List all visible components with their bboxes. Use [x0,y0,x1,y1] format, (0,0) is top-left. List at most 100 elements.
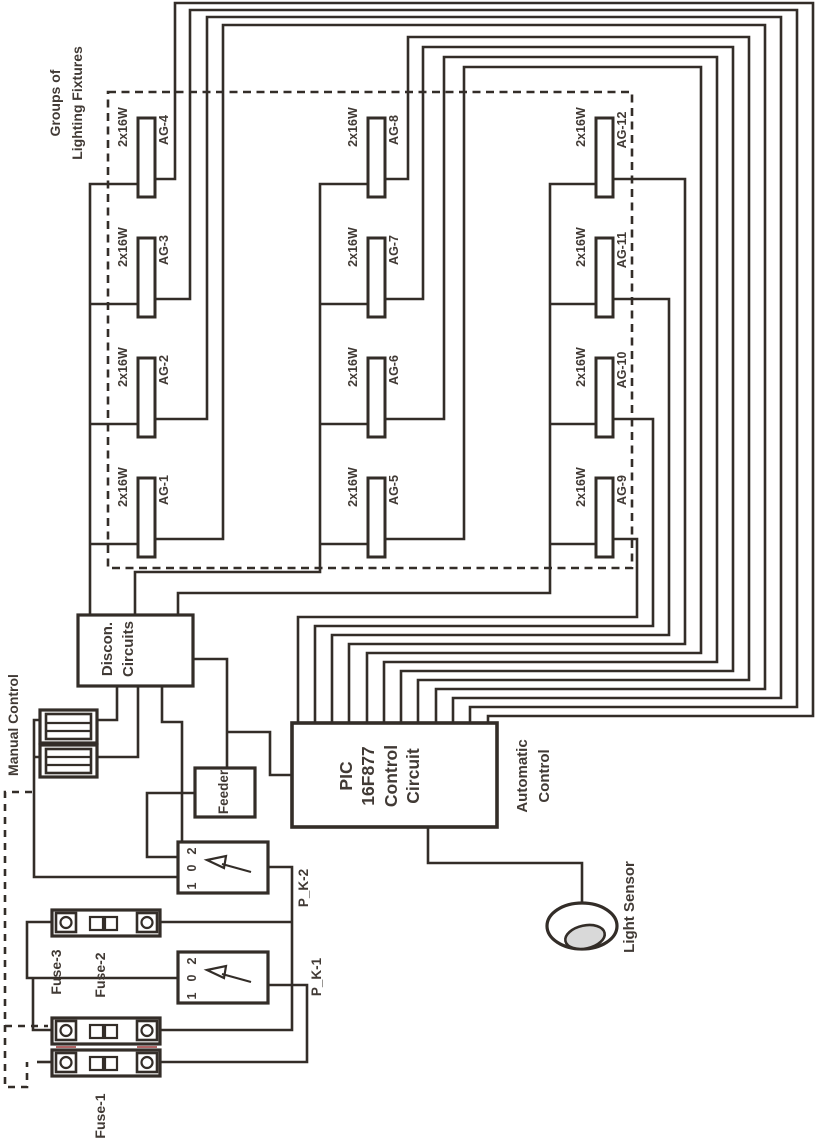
fuse1-label: Fuse-1 [92,1093,108,1138]
fuse3-body [50,908,162,938]
pk1-pos-2: 2 [185,957,199,964]
lamp-wattage-label: 2x16W [116,467,130,507]
lamp-rect [594,116,615,199]
wire-ag1 [155,23,767,723]
return-buses [88,182,596,615]
light-sensor-label: Light Sensor [621,861,638,953]
lamp-wattage-label: 2x16W [346,347,360,387]
pk1-pos-1: 1 [185,992,199,999]
wire-discon-feeder-pic [193,657,292,777]
feeder-rect [193,766,257,819]
fuse3-terminal-right [135,911,159,934]
mains-dashed-feed [3,790,48,1089]
fuse3-contact-right [140,915,154,930]
control-wiring [3,657,584,1089]
lamp-wattage-label: 2x16W [116,107,130,147]
wire-discon-relay1 [97,686,119,722]
lamp-wattage-label: 2x16W [116,227,130,267]
relay1-outer [38,708,99,745]
fixtures-title-2: Lighting Fixtures [69,46,85,160]
light-sensor-lens [563,923,607,951]
return-bus-col3 [176,182,596,615]
lamp-rect [366,356,387,439]
lamp-id-label: AG-2 [157,355,171,385]
pic-label-1: PIC [336,761,356,791]
pk2-arrow-head [203,854,228,870]
lamp-id-label: AG-10 [615,352,629,389]
lamp-wattage-label: 2x16W [346,227,360,267]
fuse3-terminal-left [54,911,78,934]
lamp-id-label: AG-7 [387,235,401,265]
lamp-rect [594,356,615,439]
fuse2-terminal-left [54,1019,78,1042]
discon-circuits-box: Discon. Circuits [76,613,195,688]
lamp-rect [136,236,157,319]
pk2-pos-2: 2 [185,847,199,854]
pk2-arrow-shaft [221,862,252,874]
relay2-outer [38,743,99,779]
relay2-inner [44,747,93,775]
fuse2-cartridge-2 [103,1023,119,1040]
feeder-label: Feeder [216,769,231,814]
fuse2-terminal-right [135,1019,159,1042]
fuse1-contact-left [59,1055,73,1070]
discon-label-2: Circuits [120,621,137,677]
lamp-id-label: AG-6 [387,355,401,385]
wire-ag7 [385,45,735,723]
relay1-bars [46,721,91,733]
fuse1-terminal-left [54,1051,78,1074]
fuse-2-symbol [50,1016,162,1048]
pic-control-box: PIC 16F877 Control Circuit [290,721,499,829]
fuse3-cartridge-2 [103,915,119,932]
wire-discon-pk2 [160,686,184,842]
lamp-rect [366,476,387,559]
lamp-id-label: AG-5 [387,475,401,505]
wire-ag4 [155,1,815,723]
pic-rect [290,721,499,829]
lamp-rect [136,116,157,199]
lamp-wattage-label: 2x16W [574,227,588,267]
manual-control-label: Manual Control [5,674,21,776]
fuse2-cartridge-1 [88,1023,105,1040]
pk1-arrow-shaft [221,972,252,984]
pk1-arrow-head [203,964,228,980]
wire-ag12 [347,177,687,723]
lamp-wattage-label: 2x16W [346,467,360,507]
selector-switch-pk2: 2 0 1 P_K-2 [176,840,311,907]
feeder-box: Feeder [193,766,257,819]
wire-ag11 [330,297,671,723]
lamp-wattage-label: 2x16W [574,467,588,507]
fuse3-contact-left [59,915,73,930]
wire-ag9 [296,537,639,723]
lamp-rect [136,356,157,439]
pic-label-2: 16F877 [358,746,378,805]
fuse2-contact-right [140,1023,154,1038]
wire-ag6 [382,55,719,723]
return-bus-col2 [133,182,368,615]
lamp-id-label: AG-11 [615,232,629,268]
lamp-id-label: AG-1 [157,475,171,505]
relay1-inner [44,712,93,741]
lamp-rect [136,476,157,559]
lamp-id-label: AG-8 [387,115,401,145]
fuse2-label: Fuse-2 [92,952,108,997]
lamp-rect [594,236,615,319]
lamp-wattage-label: 2x16W [574,347,588,387]
fuse3-cartridge-1 [88,915,105,932]
lamp-id-label: AG-12 [615,112,629,149]
fixtures-title-1: Groups of [47,69,63,136]
lamp-rect [594,476,615,559]
pk1-label: P_K-1 [309,957,324,996]
lamp-group-ag-7: 2x16W AG-7 [346,227,401,319]
fuse1-terminal-right [135,1051,159,1074]
lamp-rect [366,116,387,199]
pk1-rect [176,950,270,1005]
fixtures-boundary [106,90,634,570]
relay2-bars [46,755,91,767]
